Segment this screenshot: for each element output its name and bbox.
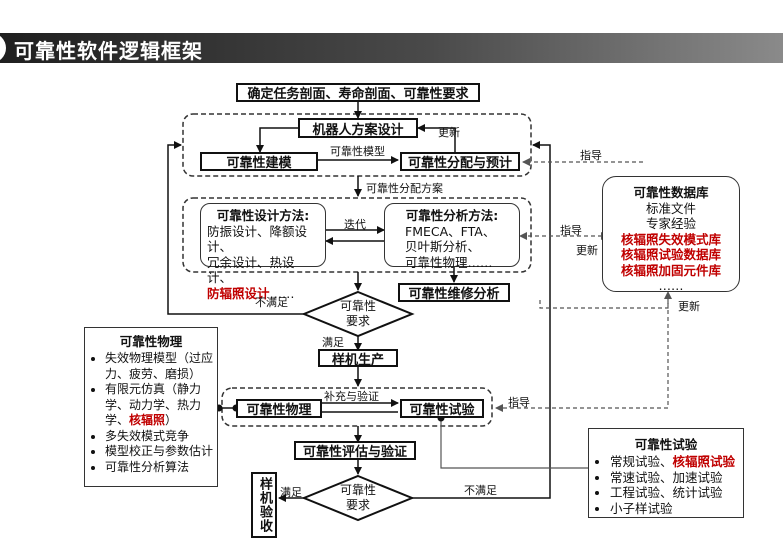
- test-item-1: 常规试验、核辐照试验: [610, 454, 738, 470]
- label-guide-3: 指导: [508, 396, 530, 409]
- design-methods-line2: 冗余设计、热设计、: [207, 254, 295, 286]
- title-bar: 可靠性软件逻辑框架: [0, 33, 783, 63]
- label-unsatisfied-1: 不满足: [255, 296, 288, 309]
- physics-item-2-tail: ）: [165, 413, 178, 427]
- label-iterate: 迭代: [344, 218, 366, 231]
- diamond-1-line1: 可靠性: [339, 299, 376, 313]
- arrow-unsatisfied-loop-1: [167, 141, 304, 315]
- box-reliability-physics: 可靠性物理: [236, 399, 322, 418]
- dashed-guide-3: [495, 296, 669, 412]
- test-panel-list: 常规试验、核辐照试验 常速试验、加速试验 工程试验、统计试验 小子样试验: [594, 454, 738, 516]
- physics-panel-list: 失效物理模型（过应力、疲劳、磨损） 有限元仿真（静力学、动力学、热力学、核辐照）…: [89, 351, 213, 475]
- box-mission-profile: 确定任务剖面、寿命剖面、可靠性要求: [236, 83, 480, 102]
- physics-item-2-radiation: 核辐照: [129, 413, 166, 427]
- panel-physics: 可靠性物理 失效物理模型（过应力、疲劳、磨损） 有限元仿真（静力学、动力学、热力…: [84, 327, 218, 487]
- test-item-1-radiation: 核辐照试验: [672, 454, 736, 469]
- database-red3: 核辐照加固元件库: [620, 262, 721, 278]
- test-item-3: 工程试验、统计试验: [610, 485, 738, 501]
- database-line1: 标准文件: [645, 200, 696, 216]
- physics-item-4: 模型校正与参数估计: [105, 444, 213, 460]
- test-item-4: 小子样试验: [610, 501, 738, 517]
- diamond-1-line2: 要求: [345, 314, 370, 328]
- analysis-methods-heading: 可靠性分析方法:: [405, 208, 499, 223]
- diamond-1-text: 可靠性 要求: [328, 299, 388, 329]
- database-heading: 可靠性数据库: [633, 185, 709, 200]
- box-reliability-test: 可靠性试验: [400, 399, 484, 418]
- design-methods-ellipsis: ……: [269, 285, 295, 301]
- box-robot-design: 机器人方案设计: [298, 118, 418, 138]
- box-analysis-methods: 可靠性分析方法: FMECA、FTA、 贝叶斯分析、 可靠性物理……: [384, 203, 520, 270]
- diamond-2-text: 可靠性 要求: [328, 483, 388, 513]
- box-reliability-model: 可靠性建模: [200, 152, 318, 171]
- box-maintenance: 可靠性维修分析: [398, 283, 510, 302]
- test-item-2: 常速试验、加速试验: [610, 470, 738, 486]
- connector-test-panel: [440, 418, 588, 469]
- diamond-2-line2: 要求: [345, 498, 370, 512]
- box-design-methods: 可靠性设计方法: 防振设计、降额设计、 冗余设计、热设计、 防辐照设计……: [200, 203, 326, 301]
- physics-item-5: 可靠性分析算法: [105, 460, 213, 476]
- label-update-3: 更新: [678, 300, 700, 313]
- test-panel-heading: 可靠性试验: [634, 437, 698, 452]
- database-red1: 核辐照失效模式库: [620, 231, 721, 247]
- box-prototype: 样机生产: [318, 349, 398, 368]
- page-title: 可靠性软件逻辑框架: [14, 39, 203, 63]
- label-guide-2: 指导: [560, 224, 582, 237]
- label-satisfied-1: 满足: [322, 336, 344, 349]
- label-update-1: 更新: [438, 126, 460, 139]
- box-acceptance-text: 样机验收: [257, 477, 272, 533]
- label-guide-1: 指导: [580, 149, 602, 162]
- diamond-2-line1: 可靠性: [339, 483, 376, 497]
- title-notch: [0, 33, 6, 63]
- decision-diamond-2: [301, 474, 415, 522]
- group-physics-test-dashed: [221, 387, 493, 427]
- test-item-1-text: 常规试验、: [610, 454, 673, 469]
- box-evaluation: 可靠性评估与验证: [294, 441, 416, 460]
- analysis-methods-line1: FMECA、FTA、: [405, 223, 496, 239]
- physics-item-3: 多失效模式竞争: [105, 429, 213, 445]
- database-line2: 专家经验: [645, 216, 696, 231]
- box-reliability-alloc: 可靠性分配与预计: [400, 152, 520, 171]
- database-red2: 核辐照试验数据库: [620, 247, 721, 262]
- analysis-methods-line3: 可靠性物理……: [405, 254, 493, 270]
- label-update-2: 更新: [576, 244, 598, 257]
- arrow-robot-to-model: [256, 127, 298, 153]
- physics-panel-heading: 可靠性物理: [119, 334, 183, 349]
- label-satisfied-2: 满足: [280, 486, 302, 499]
- label-supplement: 补充与验证: [324, 390, 379, 403]
- arrow-alloc-to-robot: [417, 124, 456, 152]
- physics-item-2-text: 有限元仿真（静力学、动力学、热力学、: [105, 382, 202, 427]
- database-ellipsis: ……: [658, 278, 684, 293]
- box-database: 可靠性数据库 标准文件 专家经验 核辐照失效模式库 核辐照试验数据库 核辐照加固…: [602, 176, 740, 293]
- design-methods-radiation: 防辐照设计: [207, 285, 270, 301]
- design-methods-line3: 防辐照设计……: [207, 286, 319, 302]
- physics-item-2: 有限元仿真（静力学、动力学、热力学、核辐照）: [105, 382, 213, 429]
- panel-test: 可靠性试验 常规试验、核辐照试验 常速试验、加速试验 工程试验、统计试验 小子样…: [588, 428, 744, 518]
- design-methods-line1: 防振设计、降额设计、: [207, 223, 308, 255]
- physics-item-1: 失效物理模型（过应力、疲劳、磨损）: [105, 351, 213, 382]
- dashed-update-3: [539, 291, 672, 309]
- label-reliability-model: 可靠性模型: [330, 145, 385, 158]
- design-methods-heading: 可靠性设计方法:: [216, 208, 310, 223]
- box-acceptance: 样机验收: [251, 472, 277, 538]
- arrow-unsatisfied-loop-2: [412, 141, 551, 499]
- label-alloc-plan: 可靠性分配方案: [366, 182, 443, 195]
- analysis-methods-line2: 贝叶斯分析、: [405, 239, 481, 254]
- label-unsatisfied-2: 不满足: [464, 484, 497, 497]
